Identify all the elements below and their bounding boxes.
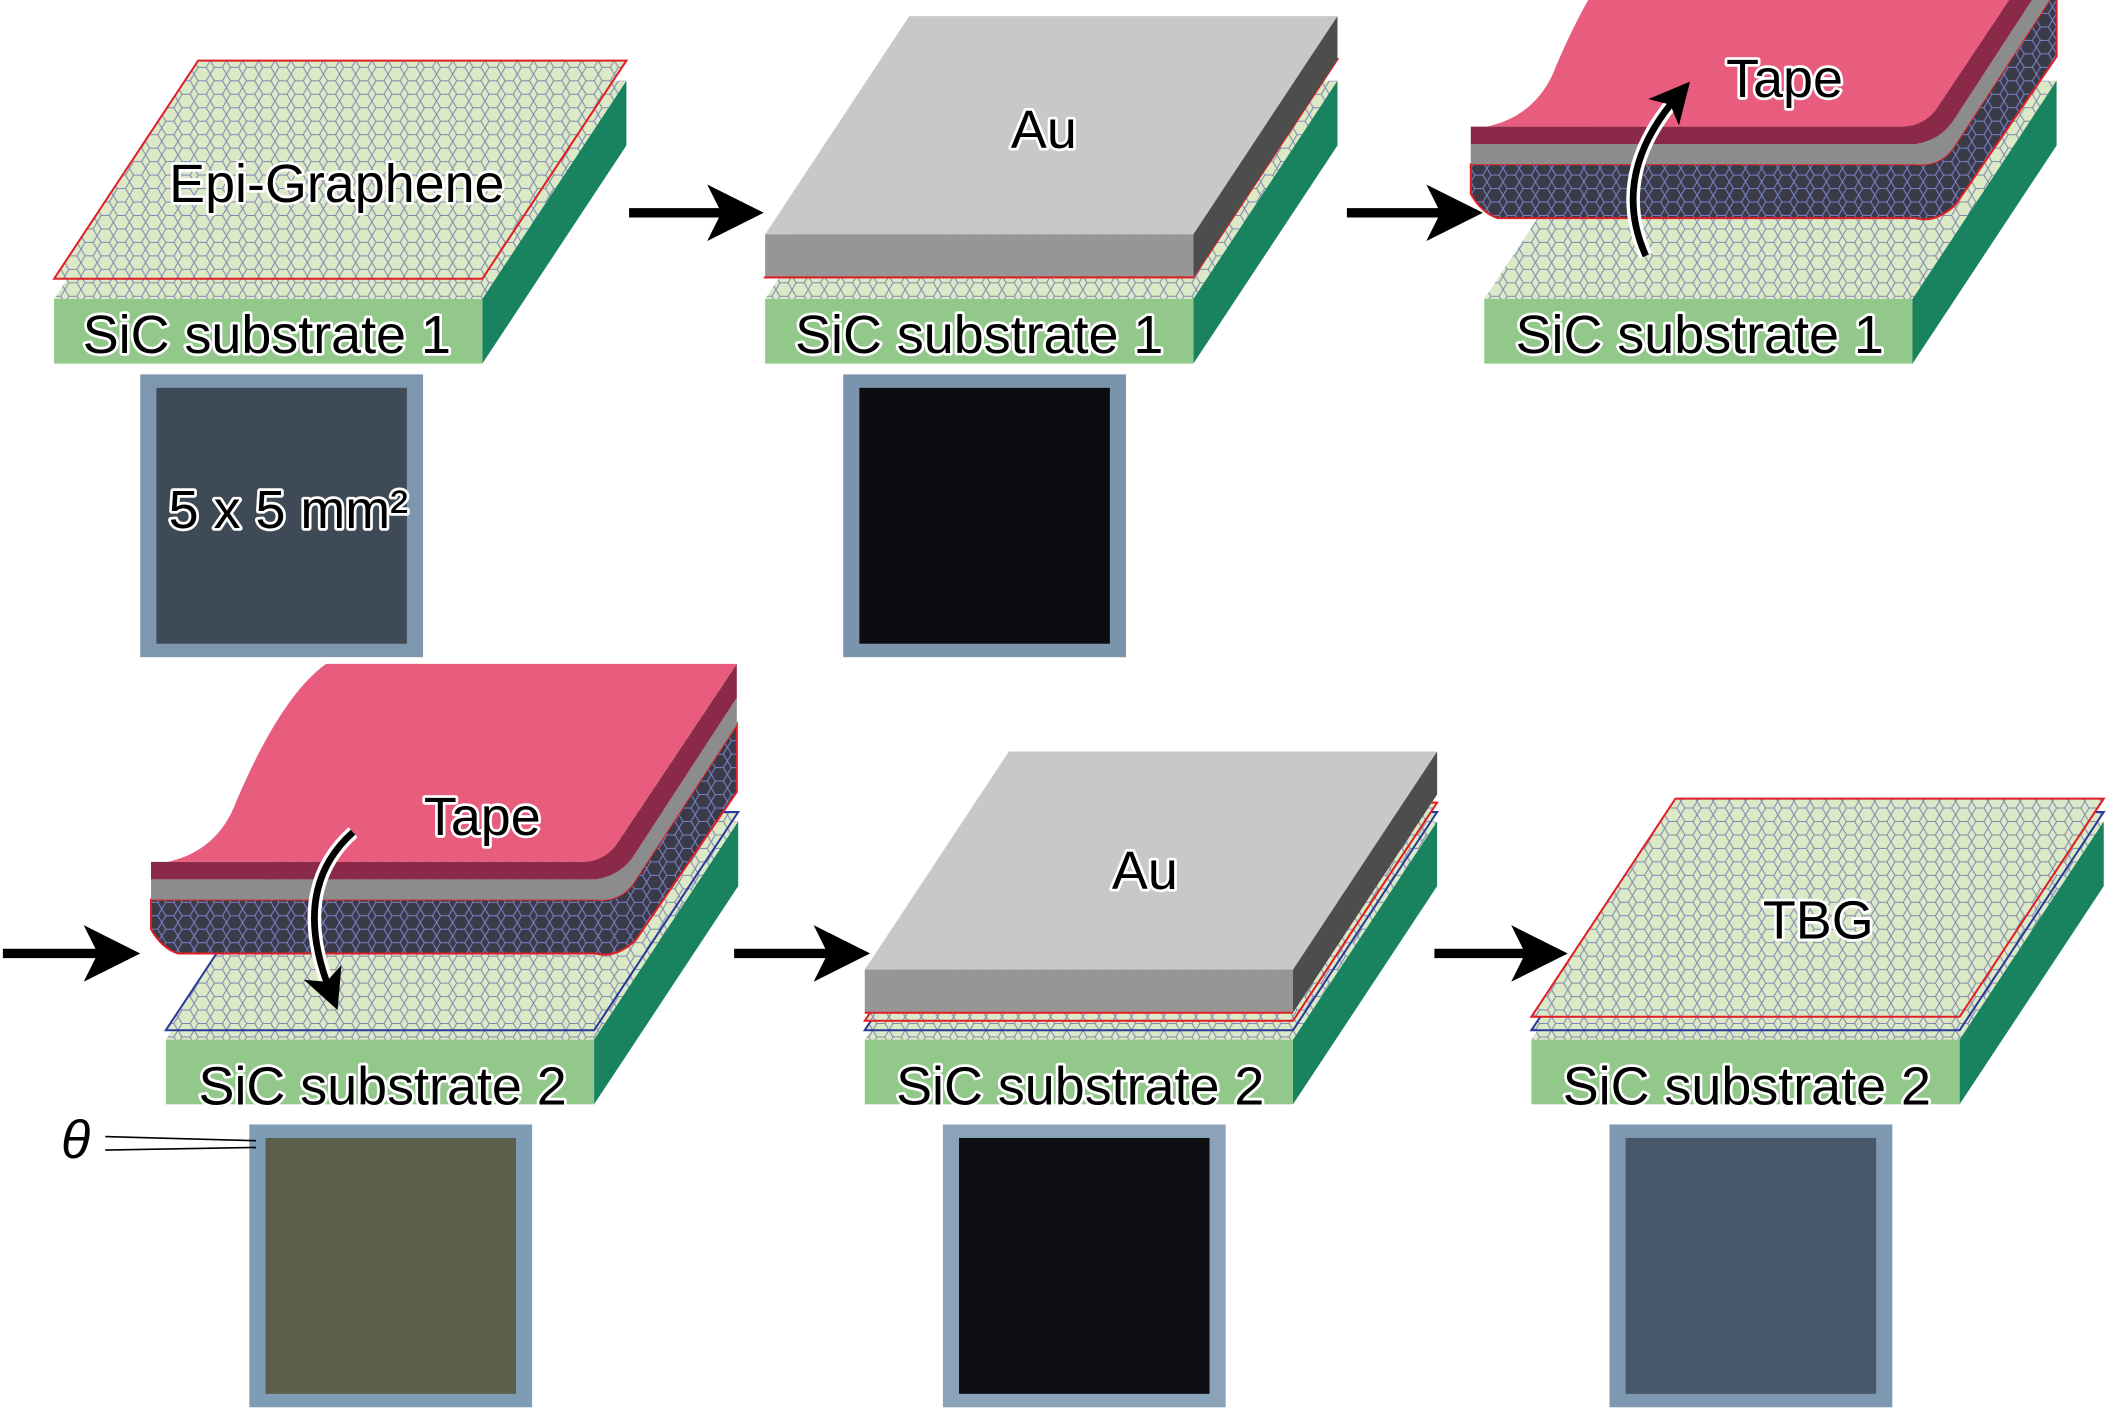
photo-epi-graphene-sample — [156, 387, 407, 644]
label-substrate-1: SiC substrate 1 — [83, 305, 451, 365]
label-twist-angle: θ — [61, 1110, 90, 1170]
label-substrate-2: SiC substrate 2 — [896, 1056, 1264, 1116]
substrate-front — [1484, 298, 1913, 364]
photo-tbg-sample — [1625, 1137, 1877, 1394]
label-au-1: Au — [1011, 100, 1077, 160]
gold-on-tape — [1470, 0, 2050, 165]
label-tape-2: Tape — [424, 787, 541, 847]
label-tape-1: Tape — [1726, 49, 1843, 109]
graphene-layer-top — [1529, 797, 2106, 1018]
substrate-front — [1531, 1039, 1960, 1105]
epi-graphene-layer — [52, 59, 629, 280]
label-epi-graphene: Epi-Graphene — [169, 154, 504, 214]
adhesive-tape — [1486, 0, 2010, 127]
gold-layer-front — [864, 969, 1294, 1013]
label-tbg: TBG — [1763, 891, 1874, 951]
gold-layer-front — [765, 234, 1194, 278]
substrate-side — [482, 80, 627, 364]
peel-arrow — [1629, 81, 1691, 258]
gold-layer-side — [1193, 16, 1338, 278]
theta-line-2 — [105, 1146, 257, 1151]
adhesive-tape — [167, 663, 737, 862]
substrate-front — [54, 298, 483, 364]
substrate-front — [864, 1039, 1294, 1105]
substrate-side — [1912, 80, 2057, 364]
label-sample-size: 5 x 5 mm² — [169, 480, 408, 540]
photo-gold-coated-sample-2 — [959, 1137, 1210, 1394]
tape-edge — [1470, 0, 2033, 145]
photo-gold-coated-sample — [859, 387, 1110, 644]
substrate-side — [1193, 80, 1338, 364]
substrate-front — [165, 1039, 595, 1105]
photo-transferred-sample — [265, 1137, 516, 1394]
label-substrate-2: SiC substrate 2 — [199, 1056, 567, 1116]
substrate-side — [1959, 821, 2104, 1105]
transfer-arrow — [303, 829, 356, 1010]
substrate-front — [765, 298, 1194, 364]
substrate-side — [1293, 821, 1438, 1105]
label-au-2: Au — [1112, 841, 1178, 901]
theta-line-1 — [105, 1135, 257, 1142]
label-substrate-1: SiC substrate 1 — [1516, 305, 1884, 365]
label-substrate-1: SiC substrate 1 — [795, 305, 1163, 365]
gold-layer-side — [1293, 751, 1438, 1013]
label-substrate-2: SiC substrate 2 — [1563, 1056, 1931, 1116]
gold-layer-top — [765, 16, 1338, 235]
gold-layer-top — [864, 751, 1438, 970]
substrate-side — [594, 821, 739, 1105]
gold-on-tape — [151, 697, 737, 900]
